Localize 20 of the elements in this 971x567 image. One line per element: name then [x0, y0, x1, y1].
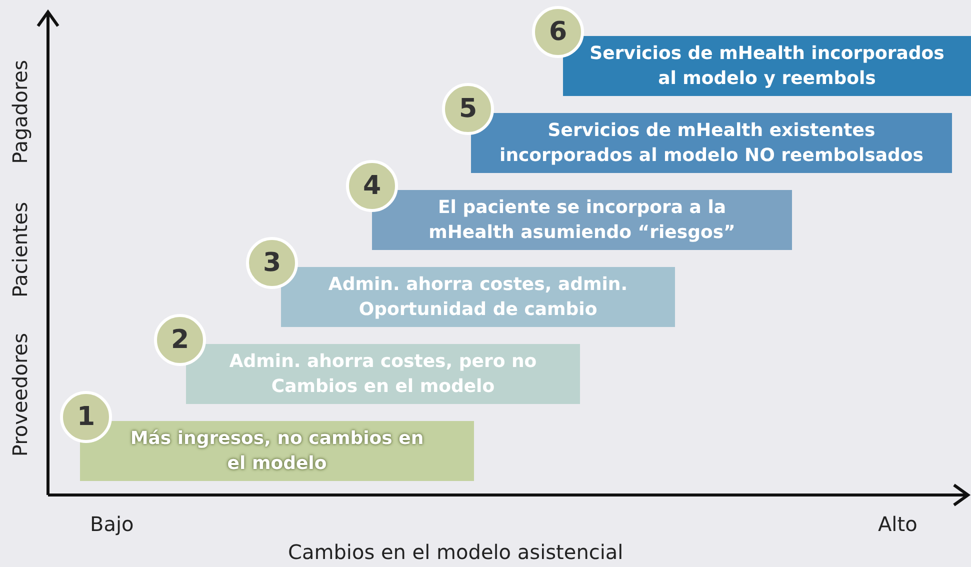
step-text: Servicios de mHealth incorporados al modelo y reembols: [588, 42, 946, 91]
step-text: Más ingresos, no cambios en el modelo: [129, 427, 425, 476]
step-text: Servicios de mHealth existentes incorporados al modelo NO reembolsados: [498, 119, 924, 168]
step-number: 4: [346, 160, 398, 212]
axis-end-label: Alto: [878, 512, 918, 536]
step-text: Admin. ahorra costes, admin. Oportunidad de cambio: [327, 273, 629, 322]
axis-category-label: Pacientes: [8, 202, 32, 298]
step-bar: [281, 267, 675, 327]
step-number: 6: [532, 6, 584, 58]
step-number: 3: [246, 237, 298, 289]
axis-category-label: Pagadores: [8, 60, 32, 164]
step-number: 5: [442, 83, 494, 135]
step-number: 1: [60, 391, 112, 443]
axis-title: Cambios en el modelo asistencial: [288, 540, 624, 564]
step-text: El paciente se incorpora a la mHealth asumiendo “riesgos”: [428, 196, 736, 245]
step-bar: [186, 344, 580, 404]
axis-end-label: Bajo: [90, 512, 134, 536]
axis-category-label: Proveedores: [8, 333, 32, 457]
step-number: 2: [154, 314, 206, 366]
step-text: Admin. ahorra costes, pero no Cambios en el modelo: [228, 350, 538, 399]
